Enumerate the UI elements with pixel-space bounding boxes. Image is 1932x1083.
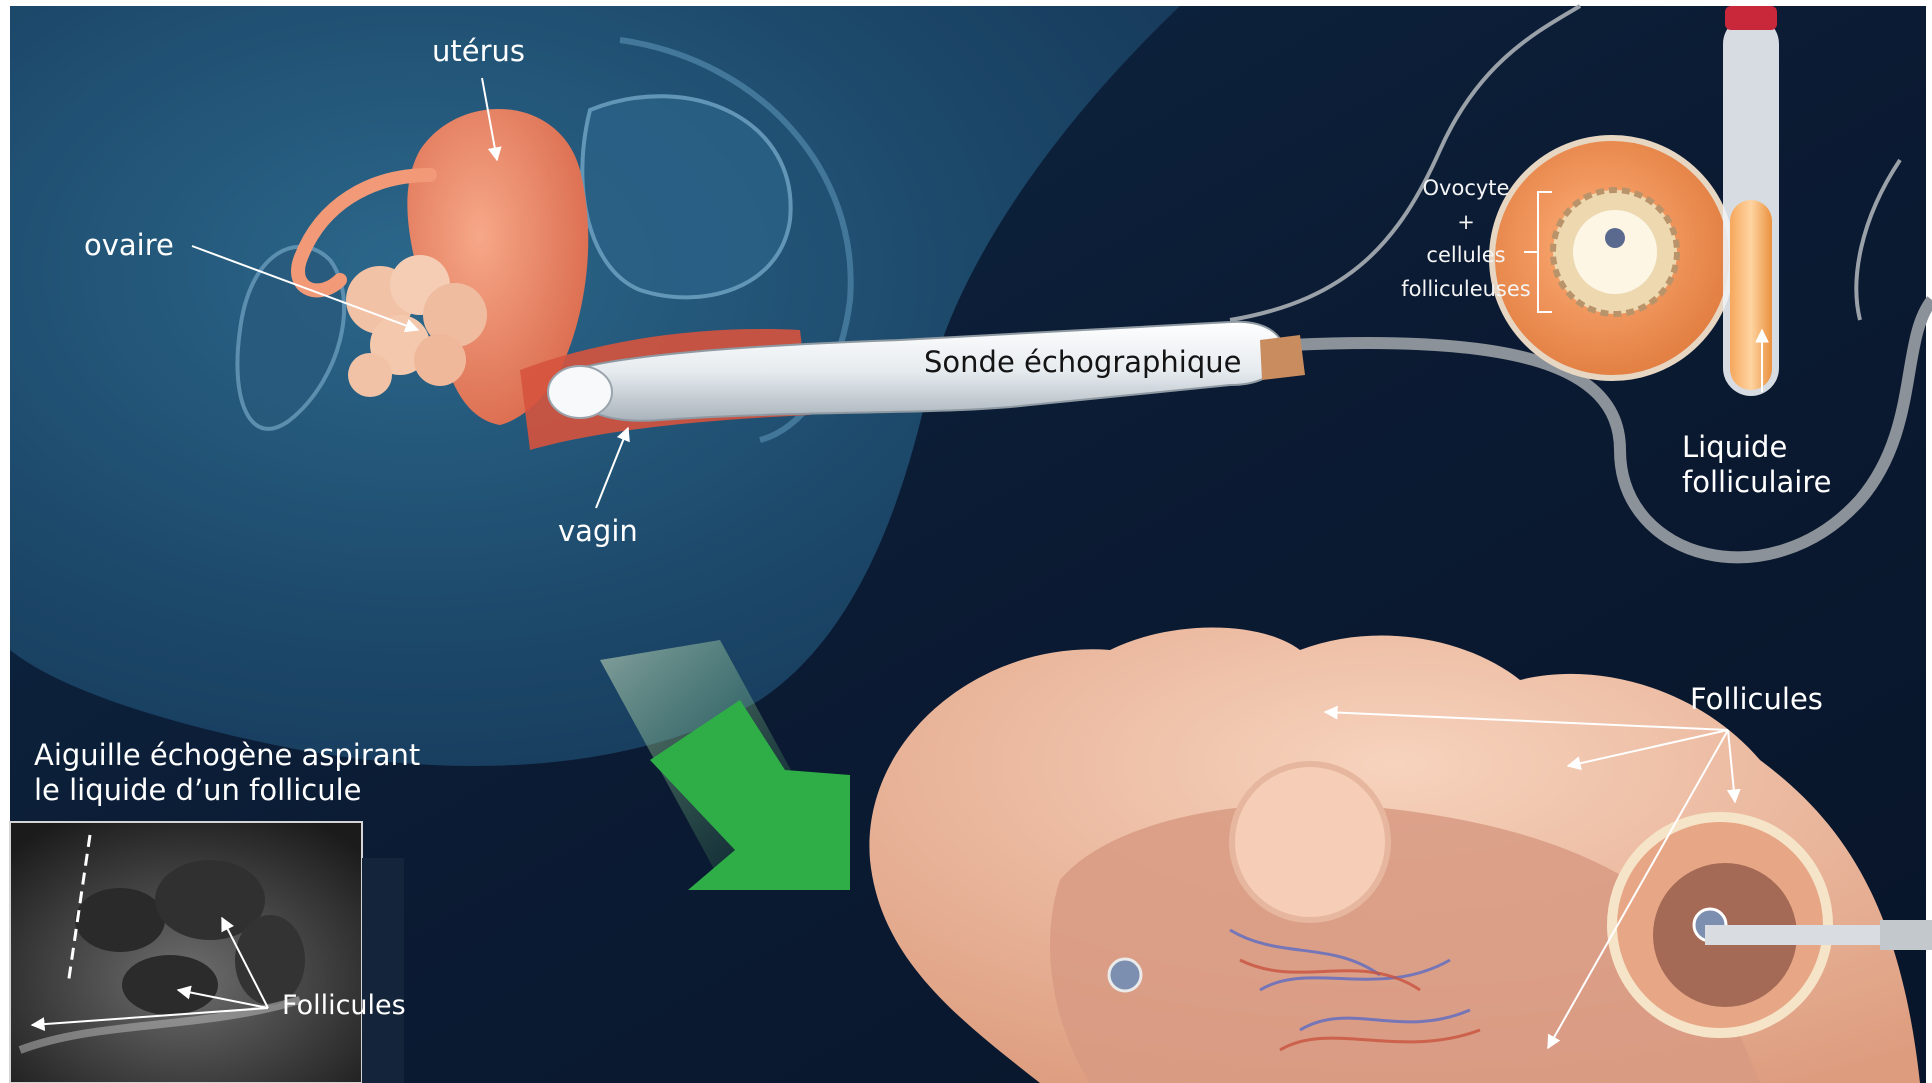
- label-follicles-ultrasound: Follicules: [282, 990, 406, 1023]
- label-follicles-ovary: Follicules: [1690, 682, 1823, 717]
- label-oocyte-line1: Ovocyte: [1390, 172, 1542, 206]
- oocyte-cell: [1553, 190, 1677, 314]
- label-vagina: vagin: [558, 514, 638, 549]
- label-oocyte-line2: cellules: [1390, 239, 1542, 273]
- label-oocyte: Ovocyte + cellules folliculeuses: [1390, 172, 1542, 306]
- label-ovary: ovaire: [84, 228, 174, 263]
- test-tube: [1723, 6, 1779, 396]
- label-needle-line2: le liquide d’un follicule: [34, 773, 420, 808]
- label-fluid-line1: Liquide: [1682, 430, 1831, 465]
- label-probe: Sonde échographique: [924, 345, 1242, 380]
- label-uterus: utérus: [432, 34, 525, 69]
- label-fluid-line2: folliculaire: [1682, 465, 1831, 500]
- label-needle-line1: Aiguille échogène aspirant: [34, 738, 420, 773]
- label-oocyte-line3: folliculeuses: [1390, 273, 1542, 307]
- label-needle: Aiguille échogène aspirant le liquide d’…: [34, 738, 420, 809]
- ultrasound-image: [10, 822, 404, 1083]
- label-fluid: Liquide folliculaire: [1682, 430, 1831, 501]
- label-oocyte-plus: +: [1390, 206, 1542, 240]
